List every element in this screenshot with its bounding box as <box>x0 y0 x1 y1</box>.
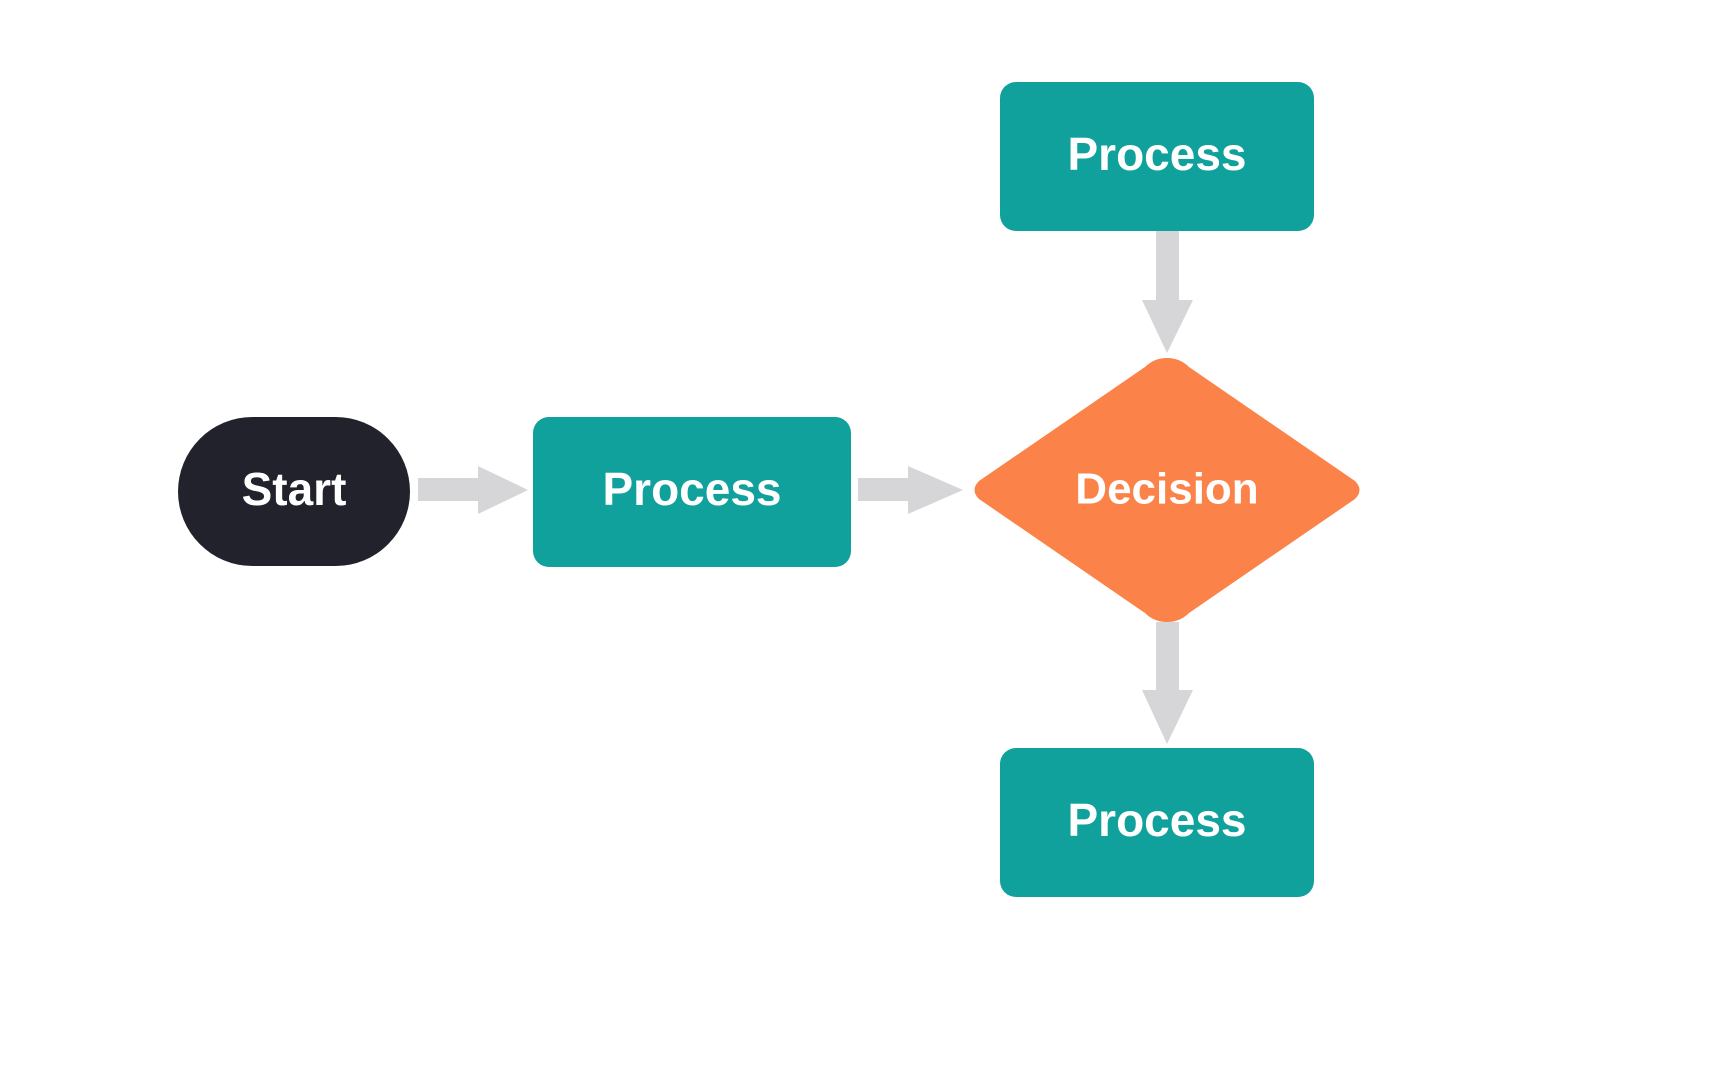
process-bottom-shape[interactable] <box>1000 748 1314 897</box>
node-process-bottom[interactable]: Process <box>1000 748 1314 897</box>
node-decision[interactable]: Decision <box>974 358 1360 622</box>
node-start[interactable]: Start <box>178 417 410 566</box>
process-1-shape[interactable] <box>533 417 851 567</box>
edge-top-process-to-decision <box>1142 231 1193 353</box>
decision-shape[interactable] <box>974 358 1360 622</box>
edge-process-to-decision <box>858 466 963 514</box>
node-process-top[interactable]: Process <box>1000 82 1314 231</box>
edge-decision-to-bottom-process <box>1142 622 1193 744</box>
node-process-1[interactable]: Process <box>533 417 851 567</box>
nodes-layer: Start Process Process Decision Process <box>178 82 1360 897</box>
process-top-shape[interactable] <box>1000 82 1314 231</box>
edge-start-to-process <box>418 466 528 514</box>
start-shape[interactable] <box>178 417 410 566</box>
